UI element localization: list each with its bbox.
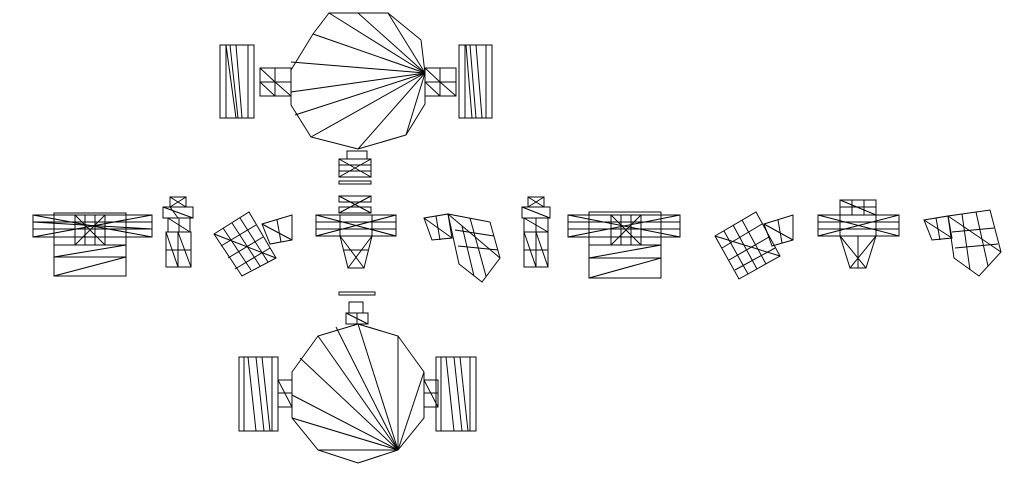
mid-rotated-panel-2: [423, 213, 501, 283]
top-left-solar-panel: [219, 44, 255, 119]
mid-left-truss-block: [32, 212, 153, 277]
bottom-right-connector: [423, 379, 439, 408]
bottom-stem-modules: [338, 291, 376, 325]
top-left-connector: [259, 67, 292, 97]
top-right-solar-panel: [458, 44, 493, 119]
top-right-connector: [424, 67, 457, 97]
mid-figure-1: [162, 196, 194, 268]
bottom-left-connector: [277, 379, 293, 408]
top-stem-modules: [338, 150, 372, 185]
bottom-hexadecagon-body: [291, 323, 425, 464]
top-hexadecagon-body: [290, 12, 426, 150]
mid-rotated-panel-3: [714, 211, 794, 280]
mid-figure-2: [521, 196, 551, 268]
mid-right-thruster: [817, 199, 900, 269]
mid-rotated-panel-1: [213, 211, 293, 277]
bottom-right-solar-panel: [435, 356, 477, 432]
mid-rotated-panel-4: [923, 209, 1002, 277]
mid-right-truss-block: [567, 211, 681, 279]
mid-center-thruster: [315, 195, 397, 269]
bottom-left-solar-panel: [238, 356, 279, 432]
